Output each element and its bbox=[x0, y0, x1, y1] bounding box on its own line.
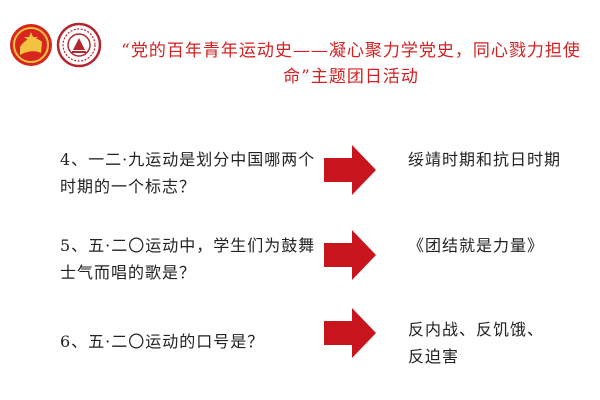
right-arrow-icon bbox=[324, 230, 376, 280]
question-6: 6、五·二〇运动的口号是？ bbox=[60, 332, 265, 351]
communist-youth-league-emblem-icon bbox=[10, 24, 52, 66]
right-arrow-icon bbox=[324, 145, 376, 195]
page-title: “党的百年青年运动史——凝心聚力学党史，同心戮力担使命”主题团日活动 bbox=[121, 41, 581, 87]
question-4: 4、一二·九运动是划分中国哪两个时期的一个标志？ bbox=[60, 150, 316, 196]
slide-header: “党的百年青年运动史——凝心聚力学党史，同心戮力担使命”主题团日活动 bbox=[0, 0, 600, 96]
question-5: 5、五·二〇运动中，学生们为鼓舞士气而唱的歌是？ bbox=[60, 236, 316, 282]
right-arrow-icon bbox=[324, 308, 376, 358]
qa-item-4: 4、一二·九运动是划分中国哪两个时期的一个标志？ 绥靖时期和抗日时期 bbox=[0, 145, 600, 216]
school-seal-icon bbox=[56, 22, 102, 68]
qa-item-5: 5、五·二〇运动中，学生们为鼓舞士气而唱的歌是？ 《团结就是力量》 bbox=[0, 230, 600, 302]
answer-4: 绥靖时期和抗日时期 bbox=[408, 150, 562, 169]
qa-item-6: 6、五·二〇运动的口号是？ 反内战、反饥饿、反迫害 bbox=[0, 308, 600, 394]
answer-5: 《团结就是力量》 bbox=[408, 236, 545, 255]
answer-6: 反内战、反饥饿、反迫害 bbox=[408, 320, 545, 366]
